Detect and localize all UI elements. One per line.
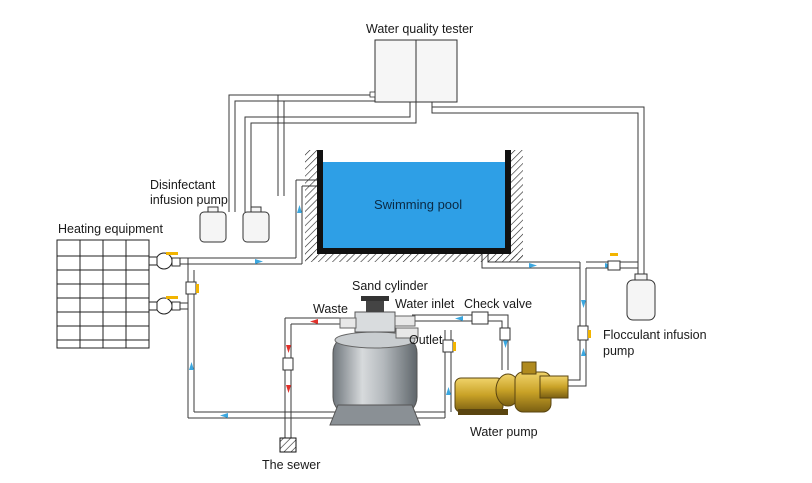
pipe-tester-left [228,94,375,212]
water-inlet-label: Water inlet [395,297,455,311]
disinfectant-tank-1 [199,211,227,243]
flocculant-label-line1: Flocculant infusion [603,328,707,342]
waste-valve [282,357,294,371]
pipe-heater-return [175,257,302,265]
check-valve-label: Check valve [464,297,533,311]
pipe-check-valve [412,314,509,370]
flow-arrow [455,316,463,321]
water-pump-label: Water pump [470,425,538,439]
heater-valve-top [166,252,181,267]
pipe-tester-mid [277,95,285,196]
floc-valve [607,253,621,271]
heater-valve-bottom [166,296,181,311]
swimming-pool [305,150,523,262]
sewer [279,437,297,453]
pipe-left-vertical [295,180,303,264]
valves [166,252,621,371]
sand-cylinder-label: Sand cylinder [352,279,428,293]
pipe-network [175,94,645,438]
flow-arrow [529,263,537,268]
disinfectant-tank-2 [242,211,270,243]
sewer-label: The sewer [262,458,321,472]
waste-arrows [286,319,318,393]
pipe-suction-vert [568,262,587,387]
pool-label: Swimming pool [374,197,463,212]
water-pump [454,361,569,415]
water-quality-tester [369,39,458,103]
waste-flow-arrow [286,345,291,353]
flow-arrow [581,300,586,308]
outlet-valve [442,339,456,353]
tester-label: Water quality tester [366,22,474,36]
outlet-label: Outlet [409,333,443,347]
flow-arrow [503,340,508,348]
heating-equipment [56,239,173,349]
flow-arrow [297,205,302,213]
flow-arrow [255,259,263,264]
flocculant-infusion-pump [626,273,656,321]
pipe-sewer-vert [284,318,292,438]
flow-arrow [581,348,586,356]
heating-label: Heating equipment [58,222,163,236]
sand-cylinder [329,296,421,426]
bypass-valve [185,281,199,295]
flow-arrow [189,362,194,370]
disinfectant-label-line2: infusion pump [150,193,228,207]
waste-flow-arrow [310,319,318,324]
flow-arrow [446,387,451,395]
suction-valve [577,325,591,341]
waste-label: Waste [313,302,348,316]
pipe-waste [285,317,340,325]
pool-water [322,162,507,248]
pipe-tester-right [431,101,645,278]
disinfectant-infusion-pumps [199,206,270,243]
disinfectant-label-line1: Disinfectant [150,178,216,192]
flow-arrow [220,413,228,418]
check-valve [471,311,511,341]
waste-flow-arrow [286,385,291,393]
flocculant-label-line2: pump [603,344,635,358]
pipe-tester-inner [244,101,417,212]
